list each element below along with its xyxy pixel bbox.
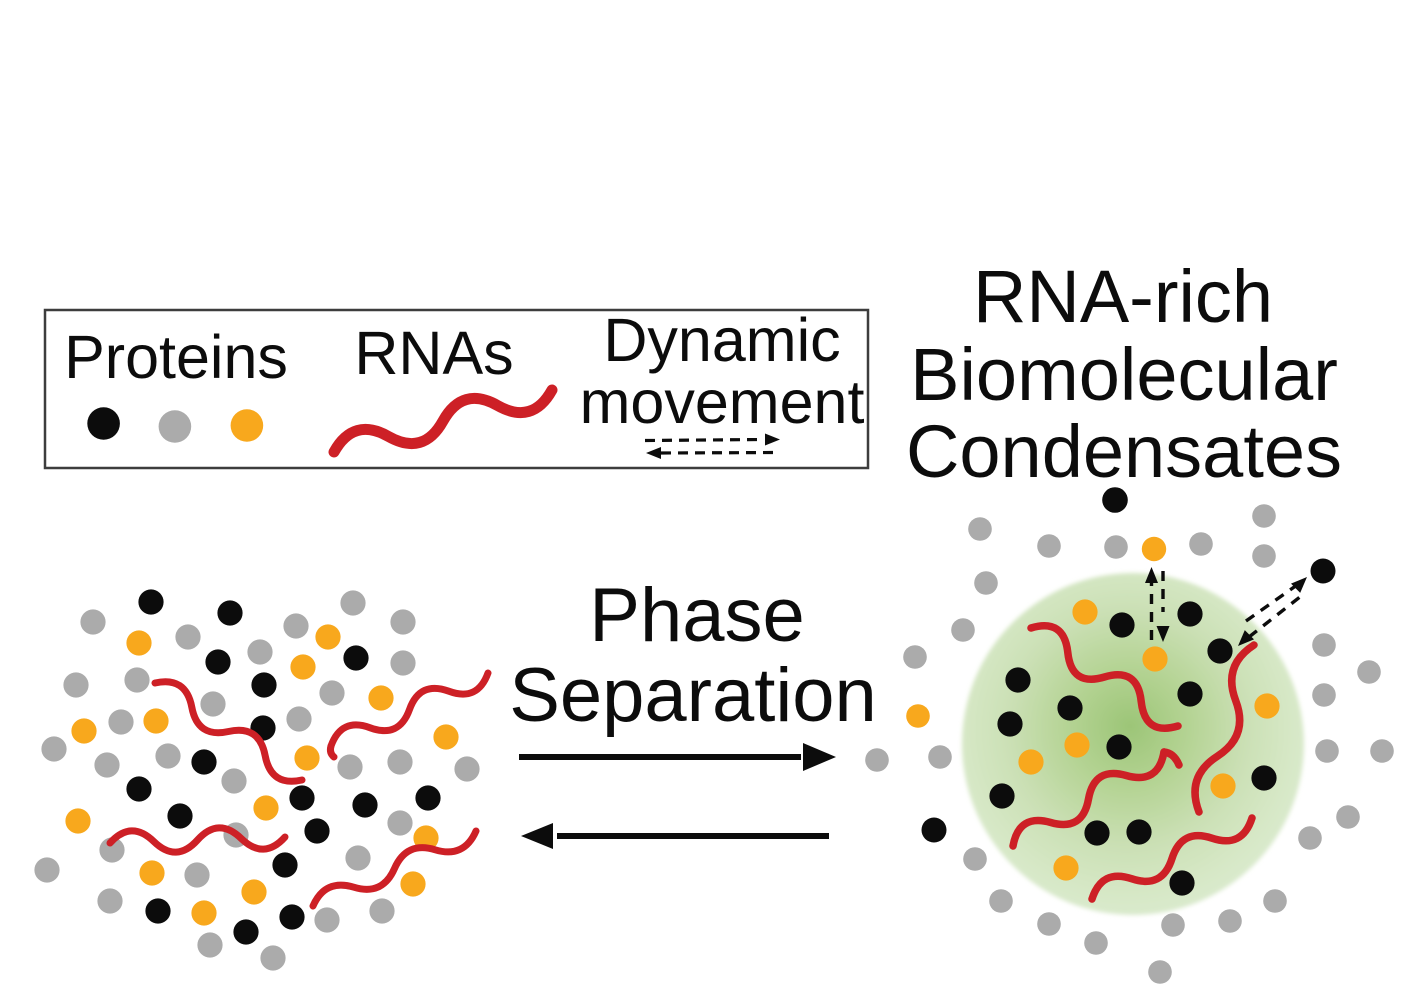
svg-text:Proteins: Proteins (64, 323, 288, 391)
svg-text:Biomolecular: Biomolecular (910, 333, 1338, 416)
svg-text:Separation: Separation (509, 653, 877, 738)
svg-text:Dynamic: Dynamic (603, 306, 840, 374)
svg-text:Phase: Phase (589, 573, 805, 658)
svg-text:Condensates: Condensates (906, 410, 1342, 493)
svg-text:movement: movement (580, 368, 865, 436)
svg-text:RNA-rich: RNA-rich (973, 255, 1273, 338)
svg-text:RNAs: RNAs (354, 319, 513, 387)
